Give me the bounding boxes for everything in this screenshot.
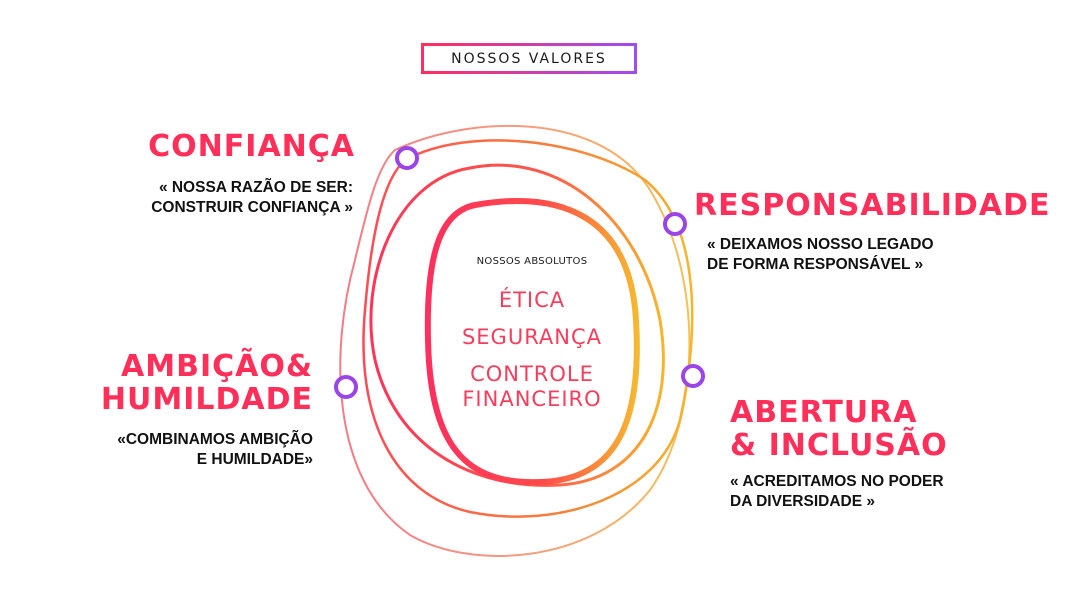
quote-line: E HUMILDADE» bbox=[196, 451, 313, 468]
absolute-item-etica: ÉTICA bbox=[498, 288, 566, 312]
value-quote-ambicao: «COMBINAMOS AMBIÇÃO E HUMILDADE» bbox=[117, 430, 313, 470]
ring-orange bbox=[362, 139, 694, 518]
title-line: & INCLUSÃO bbox=[730, 428, 948, 463]
value-title-ambicao: AMBIÇÃO& HUMILDADE bbox=[101, 350, 313, 416]
ring-outer bbox=[339, 124, 691, 557]
value-title-responsabilidade: RESPONSABILIDADE bbox=[694, 188, 1051, 223]
value-quote-abertura: « ACREDITAMOS NO PODER DA DIVERSIDADE » bbox=[730, 472, 944, 512]
quote-line: DA DIVERSIDADE » bbox=[730, 493, 875, 510]
marker-ambicao bbox=[334, 375, 358, 399]
quote-line: CONSTRUIR CONFIANÇA » bbox=[151, 199, 353, 216]
section-badge: NOSSOS VALORES bbox=[421, 43, 637, 74]
ring-inner bbox=[424, 198, 640, 486]
title-line: ABERTURA bbox=[730, 395, 918, 430]
value-title-abertura: ABERTURA & INCLUSÃO bbox=[730, 396, 948, 462]
quote-line: « ACREDITAMOS NO PODER bbox=[730, 473, 944, 490]
quote-line: «COMBINAMOS AMBIÇÃO bbox=[117, 431, 313, 448]
quote-line: « DEIXAMOS NOSSO LEGADO bbox=[707, 236, 934, 253]
quote-line: « NOSSA RAZÃO DE SER: bbox=[158, 179, 353, 196]
absolute-item-controle-financeiro: CONTROLE FINANCEIRO bbox=[462, 362, 602, 411]
ring-mid bbox=[369, 163, 665, 487]
value-quote-responsabilidade: « DEIXAMOS NOSSO LEGADO DE FORMA RESPONS… bbox=[707, 235, 934, 275]
title-line: AMBIÇÃO& bbox=[121, 349, 313, 384]
absolute-item-seguranca: SEGURANÇA bbox=[461, 325, 603, 349]
quote-line: DE FORMA RESPONSÁVEL » bbox=[707, 256, 924, 273]
value-quote-confianca: « NOSSA RAZÃO DE SER: CONSTRUIR CONFIANÇ… bbox=[151, 178, 353, 218]
marker-responsabilidade bbox=[663, 212, 687, 236]
marker-abertura bbox=[681, 364, 705, 388]
absolutes-label: NOSSOS ABSOLUTOS bbox=[476, 256, 588, 267]
marker-confianca bbox=[395, 146, 419, 170]
title-line: HUMILDADE bbox=[100, 382, 313, 417]
value-title-confianca: CONFIANÇA bbox=[148, 129, 355, 164]
